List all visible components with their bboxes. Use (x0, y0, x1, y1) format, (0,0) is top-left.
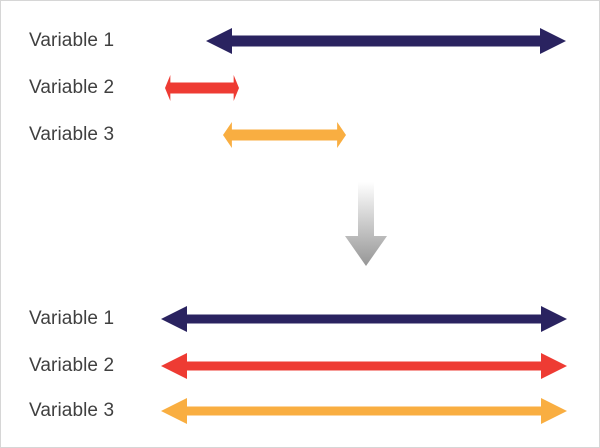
arrow-icon (161, 306, 567, 332)
variable-row: Variable 3 (1, 389, 599, 433)
variable-label: Variable 1 (29, 30, 115, 51)
double-headed-arrow-navy (206, 26, 566, 56)
variable-label: Variable 3 (29, 400, 115, 421)
variable-label: Variable 3 (29, 124, 115, 145)
variable-label: Variable 2 (29, 355, 115, 376)
double-headed-arrow-red (161, 351, 567, 381)
arrow-icon (161, 353, 567, 379)
arrow-icon (165, 75, 239, 101)
variable-row: Variable 3 (1, 113, 599, 157)
arrow-icon (161, 398, 567, 424)
downward-gradient-arrow-icon (345, 182, 387, 266)
arrow-icon (345, 182, 387, 266)
variable-label: Variable 2 (29, 77, 115, 98)
double-headed-arrow-navy (161, 304, 567, 334)
double-headed-arrow-red (165, 73, 239, 103)
variable-row: Variable 2 (1, 66, 599, 110)
variable-row: Variable 2 (1, 344, 599, 388)
variable-label: Variable 1 (29, 308, 115, 329)
double-headed-arrow-orange (161, 396, 567, 426)
variable-row: Variable 1 (1, 297, 599, 341)
variable-row: Variable 1 (1, 19, 599, 63)
double-headed-arrow-orange (223, 120, 346, 150)
arrow-icon (206, 28, 566, 54)
arrow-icon (223, 122, 346, 148)
